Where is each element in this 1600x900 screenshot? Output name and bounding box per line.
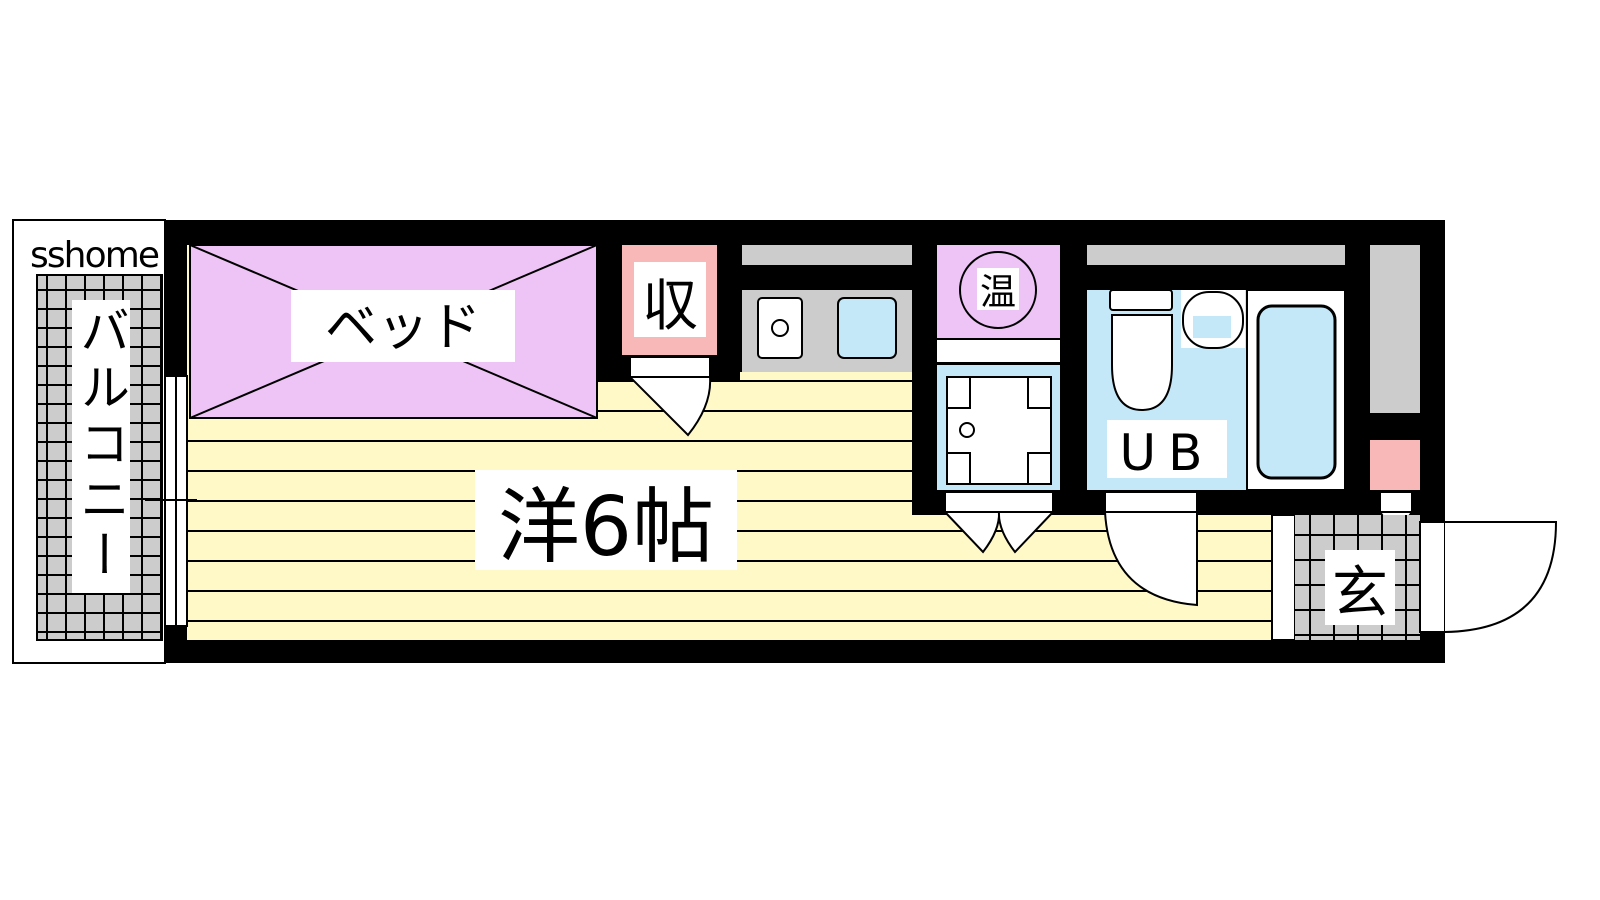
water-heater-label: 温	[980, 272, 1016, 313]
unit-bath-label: UB	[1120, 424, 1215, 482]
watermark-bg	[15, 230, 163, 272]
storage-door[interactable]	[627, 376, 712, 437]
shoe-cabinet	[1370, 245, 1420, 413]
stove	[757, 297, 803, 359]
toilet-tank	[1109, 289, 1173, 311]
front-door[interactable]	[1444, 521, 1558, 633]
kitchen-sink	[837, 297, 897, 359]
closet-door-right[interactable]	[997, 511, 1056, 554]
bathroom-door[interactable]	[1103, 511, 1198, 607]
storage-label: 収	[642, 274, 698, 339]
kitchen-shelf	[742, 245, 912, 265]
bathtub	[1256, 304, 1337, 480]
balcony-label-bg	[72, 300, 130, 593]
balcony-label: バルコニー	[72, 305, 130, 585]
entrance-label: 玄	[1332, 561, 1388, 626]
toilet	[1111, 314, 1173, 412]
main-room-label-bg	[475, 470, 737, 570]
watermark: sshome	[30, 235, 160, 276]
meter-box	[1370, 440, 1420, 490]
bed-label-bg	[291, 290, 515, 362]
main-room-label: 洋6帖	[498, 480, 714, 575]
bed-label: ベッド	[325, 298, 481, 358]
